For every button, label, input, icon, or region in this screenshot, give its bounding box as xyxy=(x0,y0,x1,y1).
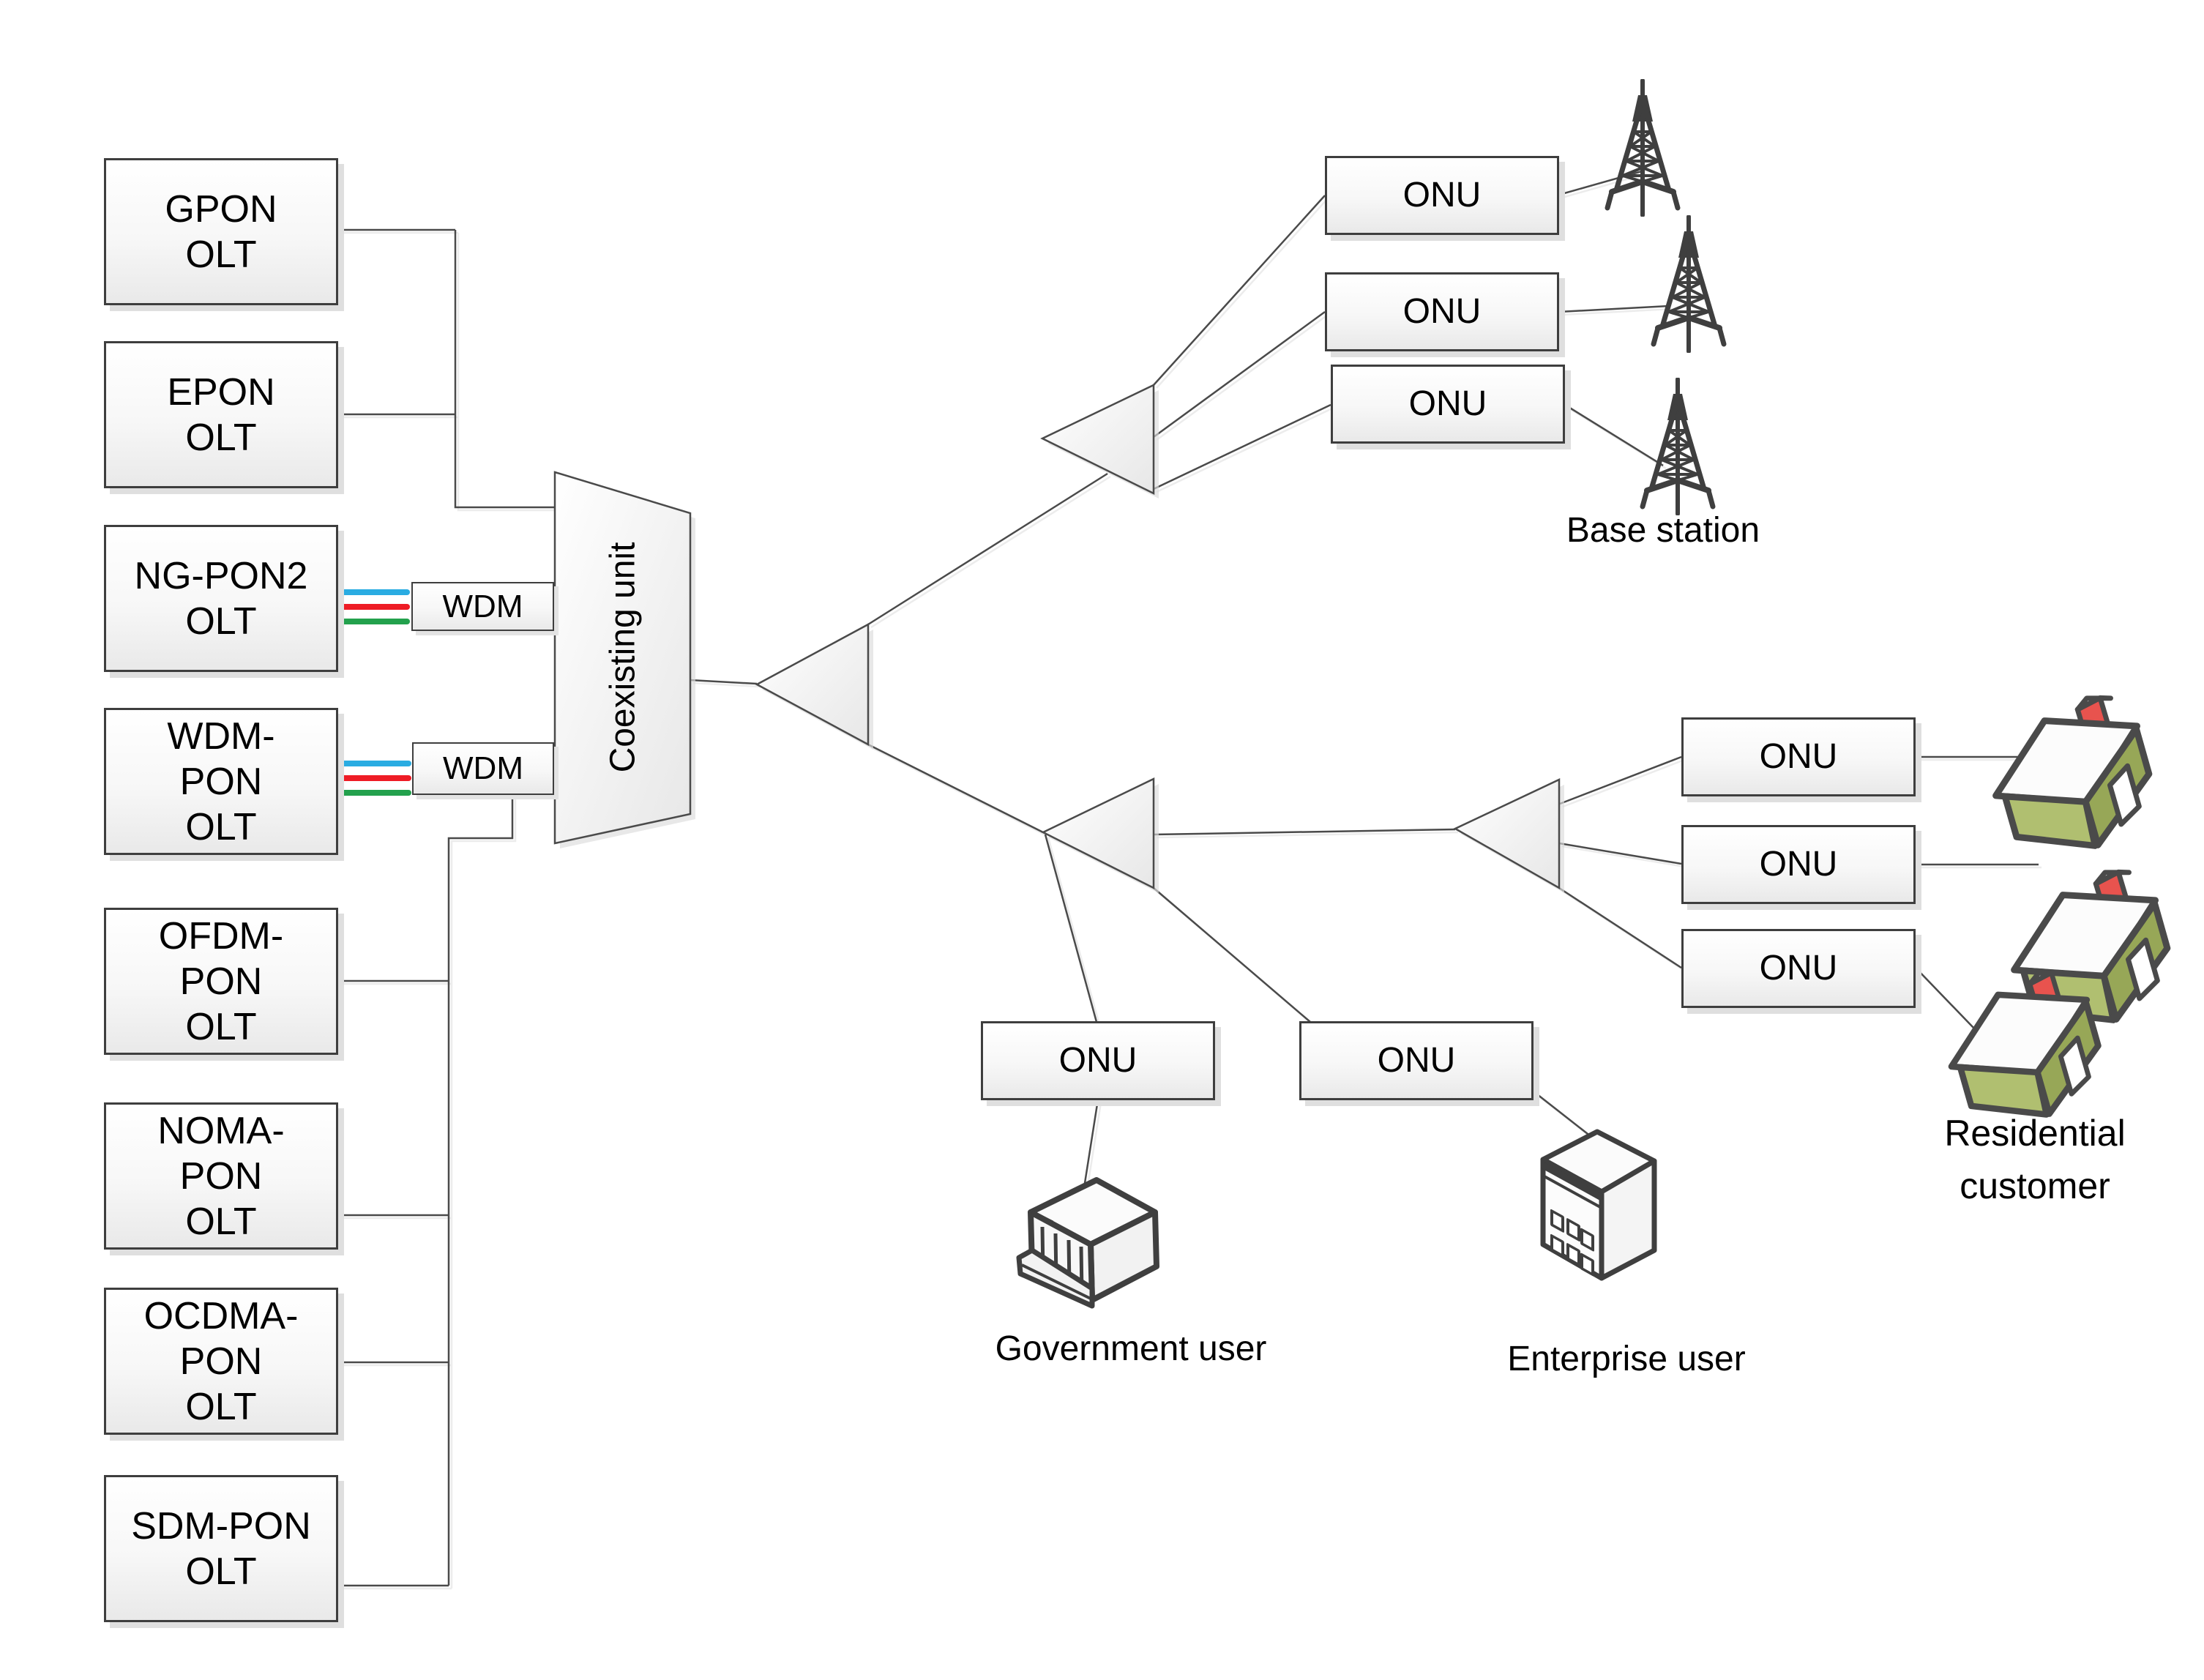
olt-box-ofdm-pon: OFDM- PON OLT xyxy=(104,908,338,1055)
onu-box-onu-residential-2: ONU xyxy=(1681,825,1916,904)
onu-box-onu-base-3: ONU xyxy=(1331,365,1565,444)
onu-box-onu-base-2: ONU xyxy=(1325,272,1559,351)
wdm-box-2: WDM xyxy=(412,742,554,795)
house-icon-1 xyxy=(1985,691,2159,869)
house-icon-2 xyxy=(2003,865,2178,1043)
onu-box-onu-government-label: ONU xyxy=(1058,1041,1138,1080)
olt-box-epon-label: EPON OLT xyxy=(167,370,275,459)
onu-box-onu-residential-3: ONU xyxy=(1681,929,1916,1008)
olt-box-epon: EPON OLT xyxy=(104,341,338,488)
olt-box-gpon: GPON OLT xyxy=(104,158,338,305)
cell-tower-icon-1 xyxy=(1602,78,1684,220)
government-user-label: Government user xyxy=(995,1329,1267,1368)
coexisting-unit-shape xyxy=(553,471,692,845)
olt-box-noma-pon-label: NOMA- PON OLT xyxy=(157,1109,285,1243)
residential-customer-label: Residential customer xyxy=(1944,1113,2126,1206)
onu-box-onu-residential-3-label: ONU xyxy=(1759,949,1838,988)
olt-box-sdm-pon-label: SDM-PON OLT xyxy=(131,1504,311,1593)
onu-box-onu-government: ONU xyxy=(981,1021,1215,1100)
onu-box-onu-base-1-label: ONU xyxy=(1402,176,1482,214)
server-icon xyxy=(1010,1170,1168,1324)
onu-box-onu-enterprise-label: ONU xyxy=(1377,1041,1456,1080)
enterprise-user-label: Enterprise user xyxy=(1507,1340,1746,1378)
olt-box-gpon-label: GPON OLT xyxy=(165,187,277,276)
wdm-box-1-label: WDM xyxy=(442,588,523,624)
coexisting-unit-label: Coexisting unit xyxy=(603,542,643,773)
splitter-1 xyxy=(755,622,870,747)
splitter-4 xyxy=(1453,778,1561,890)
olt-box-ng-pon2: NG-PON2 OLT xyxy=(104,525,338,672)
office-building-icon xyxy=(1536,1127,1664,1296)
cell-tower-icon-2 xyxy=(1648,214,1730,356)
wdm-box-2-label: WDM xyxy=(443,750,523,786)
onu-box-onu-residential-2-label: ONU xyxy=(1759,845,1838,884)
olt-box-ocdma-pon-label: OCDMA- PON OLT xyxy=(143,1294,299,1428)
olt-box-noma-pon: NOMA- PON OLT xyxy=(104,1102,338,1250)
shape-shadows xyxy=(560,390,1564,893)
onu-box-onu-base-3-label: ONU xyxy=(1408,384,1487,423)
onu-box-onu-base-1: ONU xyxy=(1325,156,1559,235)
onu-box-onu-base-2-label: ONU xyxy=(1402,292,1482,331)
wavelength-lines xyxy=(338,589,411,796)
house-icon-3 xyxy=(1941,966,2108,1137)
splitter-2 xyxy=(1040,384,1155,496)
onu-box-onu-residential-1-label: ONU xyxy=(1759,737,1838,776)
onu-box-onu-residential-1: ONU xyxy=(1681,717,1916,796)
olt-box-wdm-pon-label: WDM- PON OLT xyxy=(167,714,275,848)
olt-box-ofdm-pon-label: OFDM- PON OLT xyxy=(158,914,284,1048)
olt-box-wdm-pon: WDM- PON OLT xyxy=(104,708,338,855)
base-station-label: Base station xyxy=(1566,511,1760,550)
wdm-box-1: WDM xyxy=(411,582,554,631)
olt-box-sdm-pon: SDM-PON OLT xyxy=(104,1475,338,1622)
olt-box-ng-pon2-label: NG-PON2 OLT xyxy=(134,554,308,643)
cell-tower-icon-3 xyxy=(1637,377,1719,519)
olt-box-ocdma-pon: OCDMA- PON OLT xyxy=(104,1288,338,1435)
splitter-3 xyxy=(1041,777,1155,890)
onu-box-onu-enterprise: ONU xyxy=(1299,1021,1534,1100)
